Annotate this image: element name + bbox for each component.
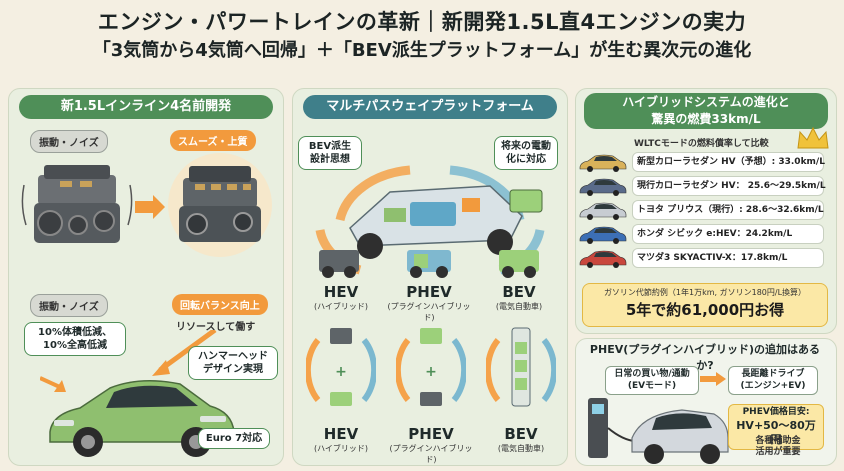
car-comparison-row: トヨタ プリウス（現行）: 28.6〜32.6km/L [632, 200, 824, 220]
car-icon [579, 202, 627, 220]
phev-panel-heading: PHEV(プラグインハイブリッド)の追加はあるか? [589, 343, 821, 372]
savings-value: 5年で約61,000円お得 [625, 301, 785, 319]
car-icon [579, 250, 627, 268]
svg-text:+: + [335, 364, 347, 380]
car-icon [579, 154, 627, 172]
platform-panel-heading: マルチパスウェイプラットフォーム [303, 95, 557, 119]
future-electrification-note: 将来の電動 化に対応 [494, 136, 558, 170]
pw-label-phev-bottom: PHEV (プラグインハイブリッド) [389, 425, 473, 464]
phev-cycle-diagram: + [396, 328, 466, 406]
car-comparison-row: 新型カローラセダン HV（予想）: 33.0km/L [632, 152, 825, 172]
bev-cycle-diagram [486, 327, 556, 407]
tag-vibration-bottom: 振動・ノイズ [30, 294, 108, 317]
phev-component-icon [407, 250, 451, 278]
green-sedan-illustration [49, 380, 235, 457]
pw-label-phev-top: PHEV (プラグインハイブリッド) [387, 283, 471, 322]
hev-cycle-diagram: + [306, 328, 376, 406]
svg-text:+: + [425, 364, 437, 380]
tag-vibration-top: 振動・ノイズ [30, 130, 108, 153]
tag-rotation-balance: 回転バランス向上 [172, 294, 268, 315]
pw-label-bev-top: BEV (電気自動車) [495, 283, 543, 311]
long-drive-box: 長距離ドライブ (エンジン+EV) [728, 366, 818, 396]
savings-caption: ガソリン代節約例（1年1万km, ガソリン180円/L換算） [603, 288, 807, 297]
tag-smooth-quality: スムーズ・上質 [170, 130, 256, 151]
pw-label-bev-bottom: BEV (電気自動車) [497, 425, 545, 453]
hybrid-panel-heading: ハイブリッドシステムの進化と 驚異の燃費33km/L [584, 93, 828, 129]
pw-label-hev-bottom: HEV (ハイブリッド) [313, 425, 369, 453]
size-reduction-note: 10%体積低減、 10%全高低減 [24, 322, 126, 356]
pw-label-hev-top: HEV (ハイブリッド) [313, 283, 369, 311]
resource-note: リソースして働す [176, 322, 256, 333]
fuel-savings-box: ガソリン代節約例（1年1万km, ガソリン180円/L換算） 5年で約61,00… [582, 283, 828, 327]
hev-component-icon [319, 250, 359, 278]
page-subtitle: 「3気筒から4気筒へ回帰」＋「BEV派生プラットフォーム」が生む異次元の進化 [92, 40, 752, 61]
left-orange-arrows [40, 330, 217, 392]
crown-icon [797, 126, 829, 149]
car-comparison-row: ホンダ シビック e:HEV：24.2km/L [632, 224, 824, 244]
car-comparison-row: マツダ3 SKYACTIV-X：17.8km/L [632, 248, 824, 268]
bev-origin-note: BEV派生 設計思想 [298, 136, 362, 170]
old-engine-illustration [21, 165, 133, 243]
car-icon [579, 178, 627, 196]
hammerhead-design-note: ハンマーヘッド デザイン実現 [188, 346, 278, 380]
daily-use-box: 日常の買い物/通勤 (EVモード) [605, 366, 699, 396]
phev-price-box: PHEV価格目安: HV+50〜80万円 [728, 404, 824, 451]
engine-panel-heading: 新1.5Lインライン4名前開発 [19, 95, 273, 119]
fuel-compare-caption: WLTCモードの燃料償率して比較 [634, 139, 769, 149]
daily-to-long-arrow [700, 372, 726, 386]
new-engine-illustration [168, 153, 272, 257]
engine-upgrade-arrow [135, 195, 165, 219]
car-icon [579, 226, 627, 244]
bev-component-icon [499, 250, 539, 278]
page-title: エンジン・パワートレインの革新｜新開発1.5L直4エンジンの実力 [97, 10, 747, 34]
subsidy-note: 各種補助金 活用が重要 [755, 436, 801, 458]
euro7-note: Euro 7対応 [198, 428, 270, 449]
charging-station-illustration [588, 398, 729, 464]
car-comparison-row: 現行カローラセダン HV： 25.6〜29.5km/L [632, 176, 826, 196]
